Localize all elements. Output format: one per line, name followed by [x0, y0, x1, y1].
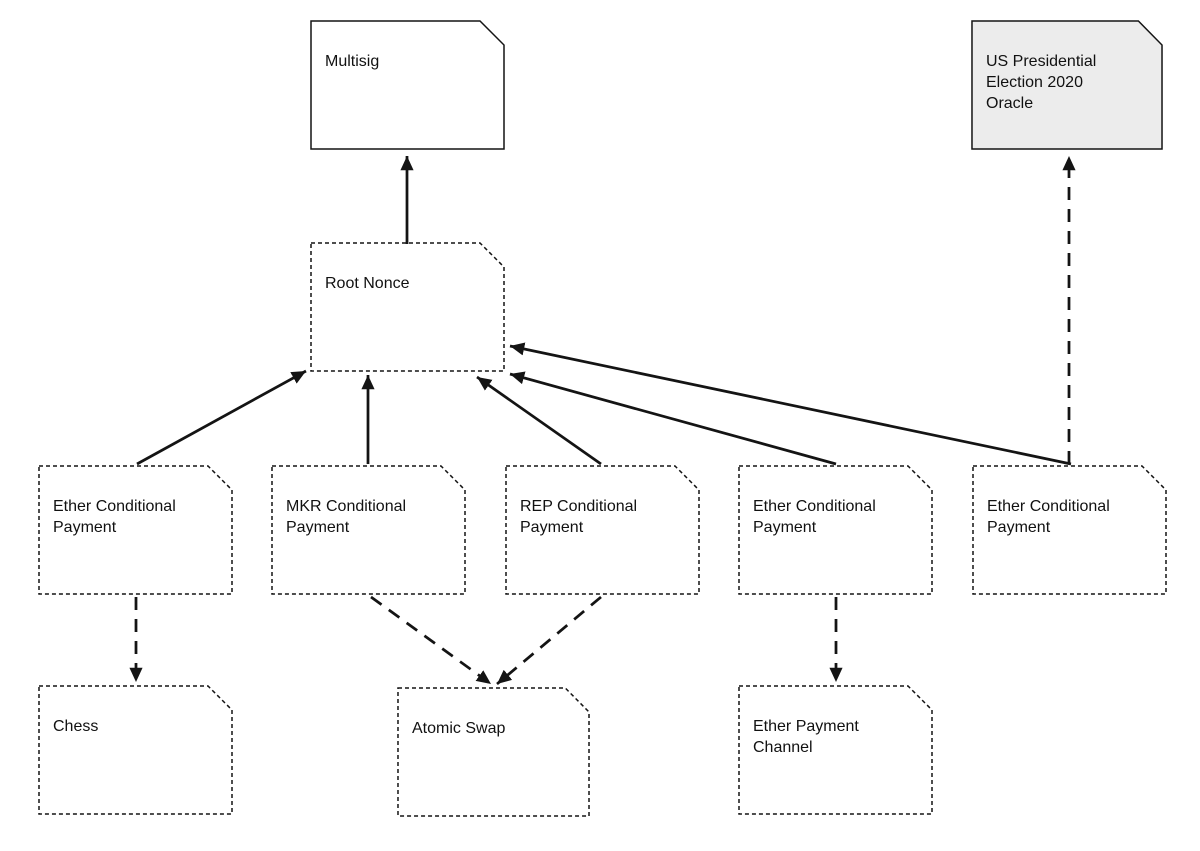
node-ether-conditional-payment-1: Ether Conditional Payment [38, 465, 233, 595]
node-ether-conditional-payment-3: Ether Conditional Payment [972, 465, 1167, 595]
label-line: Payment [753, 519, 817, 536]
note-shape [38, 685, 233, 815]
label-line: Ether Payment [753, 718, 859, 735]
node-label: Ether Conditional Payment [53, 496, 176, 538]
node-us-presidential-election-2020-oracle: US Presidential Election 2020 Oracle [971, 20, 1163, 150]
label-line: Ether Conditional [987, 498, 1110, 515]
node-label: Ether Conditional Payment [987, 496, 1110, 538]
label-line: Election 2020 [986, 74, 1083, 91]
note-shape [505, 465, 700, 595]
node-ether-conditional-payment-2: Ether Conditional Payment [738, 465, 933, 595]
label-line: US Presidential [986, 53, 1097, 70]
label-line: Channel [753, 739, 813, 756]
node-label: Ether Payment Channel [753, 716, 859, 758]
node-label: Atomic Swap [412, 718, 505, 739]
label-line: Multisig [325, 53, 380, 70]
label-line: Atomic Swap [412, 720, 506, 737]
note-shape [310, 242, 505, 372]
node-root-nonce: Root Nonce [310, 242, 505, 372]
node-label: MKR Conditional Payment [286, 496, 406, 538]
edge-rep-conditional-payment-to-atomic-swap [496, 595, 602, 686]
node-label: US Presidential Election 2020 Oracle [986, 51, 1096, 114]
node-label: Ether Conditional Payment [753, 496, 876, 538]
node-label: Multisig [325, 51, 379, 72]
label-line: Ether Conditional [53, 498, 176, 515]
node-atomic-swap: Atomic Swap [397, 687, 590, 817]
node-label: Root Nonce [325, 273, 410, 294]
note-shape [738, 465, 933, 595]
edge-ether-conditional-payment-3-to-root-nonce [509, 342, 1072, 466]
note-shape [271, 465, 466, 595]
label-line: Root Nonce [325, 275, 410, 292]
note-shape [310, 20, 505, 150]
node-label: Chess [53, 716, 98, 737]
edge-rep-conditional-payment-to-root-nonce [476, 375, 602, 466]
label-line: Payment [520, 519, 584, 536]
note-shape [972, 465, 1167, 595]
edge-ether-conditional-payment-2-to-root-nonce [509, 371, 837, 466]
edge-ether-conditional-payment-1-to-root-nonce [136, 369, 307, 466]
node-multisig: Multisig [310, 20, 505, 150]
node-label: REP Conditional Payment [520, 496, 637, 538]
label-line: REP Conditional [520, 498, 638, 515]
label-line: MKR Conditional [286, 498, 407, 515]
note-shape [397, 687, 590, 817]
edge-mkr-conditional-payment-to-atomic-swap [370, 595, 492, 686]
node-ether-payment-channel: Ether Payment Channel [738, 685, 933, 815]
note-shape [971, 20, 1163, 150]
label-line: Oracle [986, 95, 1034, 112]
label-line: Payment [987, 519, 1051, 536]
node-rep-conditional-payment: REP Conditional Payment [505, 465, 700, 595]
note-shape [738, 685, 933, 815]
note-shape [38, 465, 233, 595]
label-line: Payment [53, 519, 117, 536]
node-mkr-conditional-payment: MKR Conditional Payment [271, 465, 466, 595]
label-line: Ether Conditional [753, 498, 876, 515]
label-line: Chess [53, 718, 99, 735]
label-line: Payment [286, 519, 350, 536]
node-chess: Chess [38, 685, 233, 815]
